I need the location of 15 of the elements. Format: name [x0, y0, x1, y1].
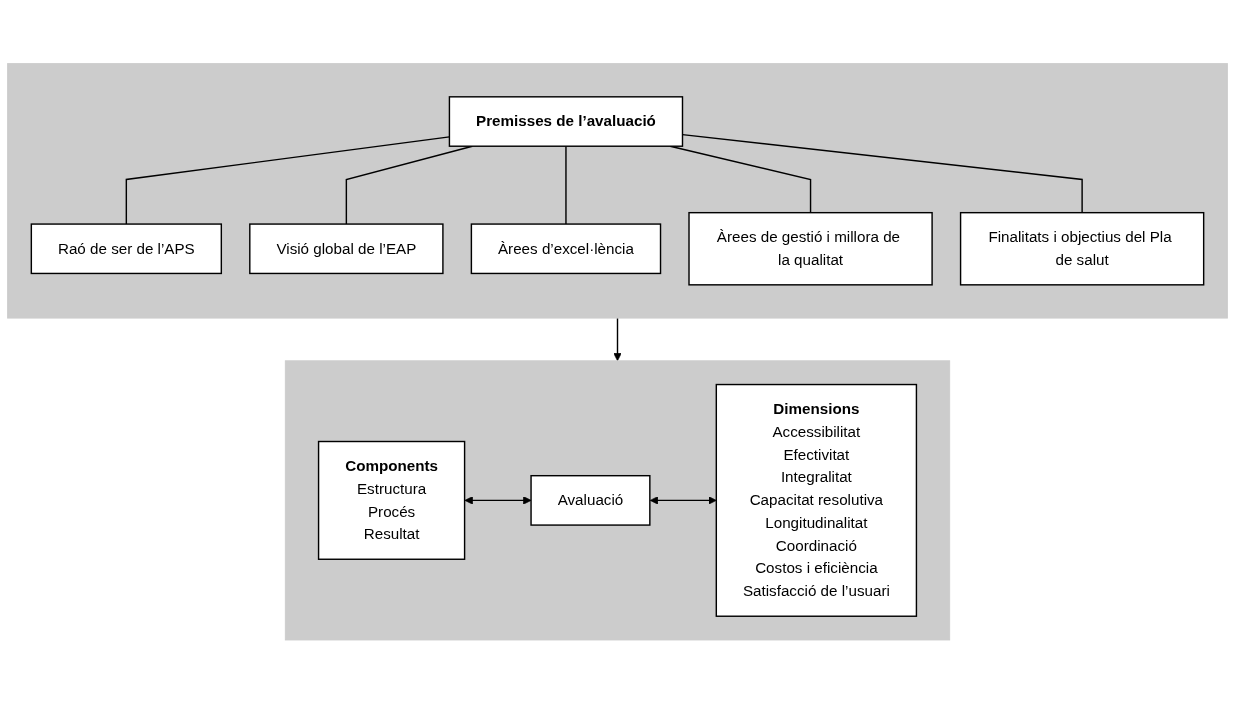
node-box: Raó de ser de l’APS: [30, 223, 223, 275]
node-box: Àrees d’excel·lència: [470, 223, 662, 275]
arrow: [649, 496, 717, 505]
node-box: Finalitats i objectius del Pla de salut: [959, 212, 1205, 286]
node-box: Avaluació: [530, 475, 651, 526]
node-box: Àrees de gestió i millora de la qualitat: [688, 212, 933, 286]
connector: [565, 145, 567, 225]
node-box: Dimensions Accessibilitat Efectivitat Integralitat Capacitat resolutiva Longitudinalitat Coordinació Costos i eficiència Satisfacció de l’usuari: [715, 384, 918, 618]
arrow: [464, 496, 532, 505]
cluster: [7, 63, 1228, 319]
node-box: Premisses de l’avaluació: [448, 96, 684, 148]
arrow: [613, 317, 622, 362]
node-box: Components Estructura Procés Resultat: [317, 441, 466, 561]
node-box: Visió global de l’EAP: [249, 223, 444, 275]
cluster: [284, 360, 951, 641]
